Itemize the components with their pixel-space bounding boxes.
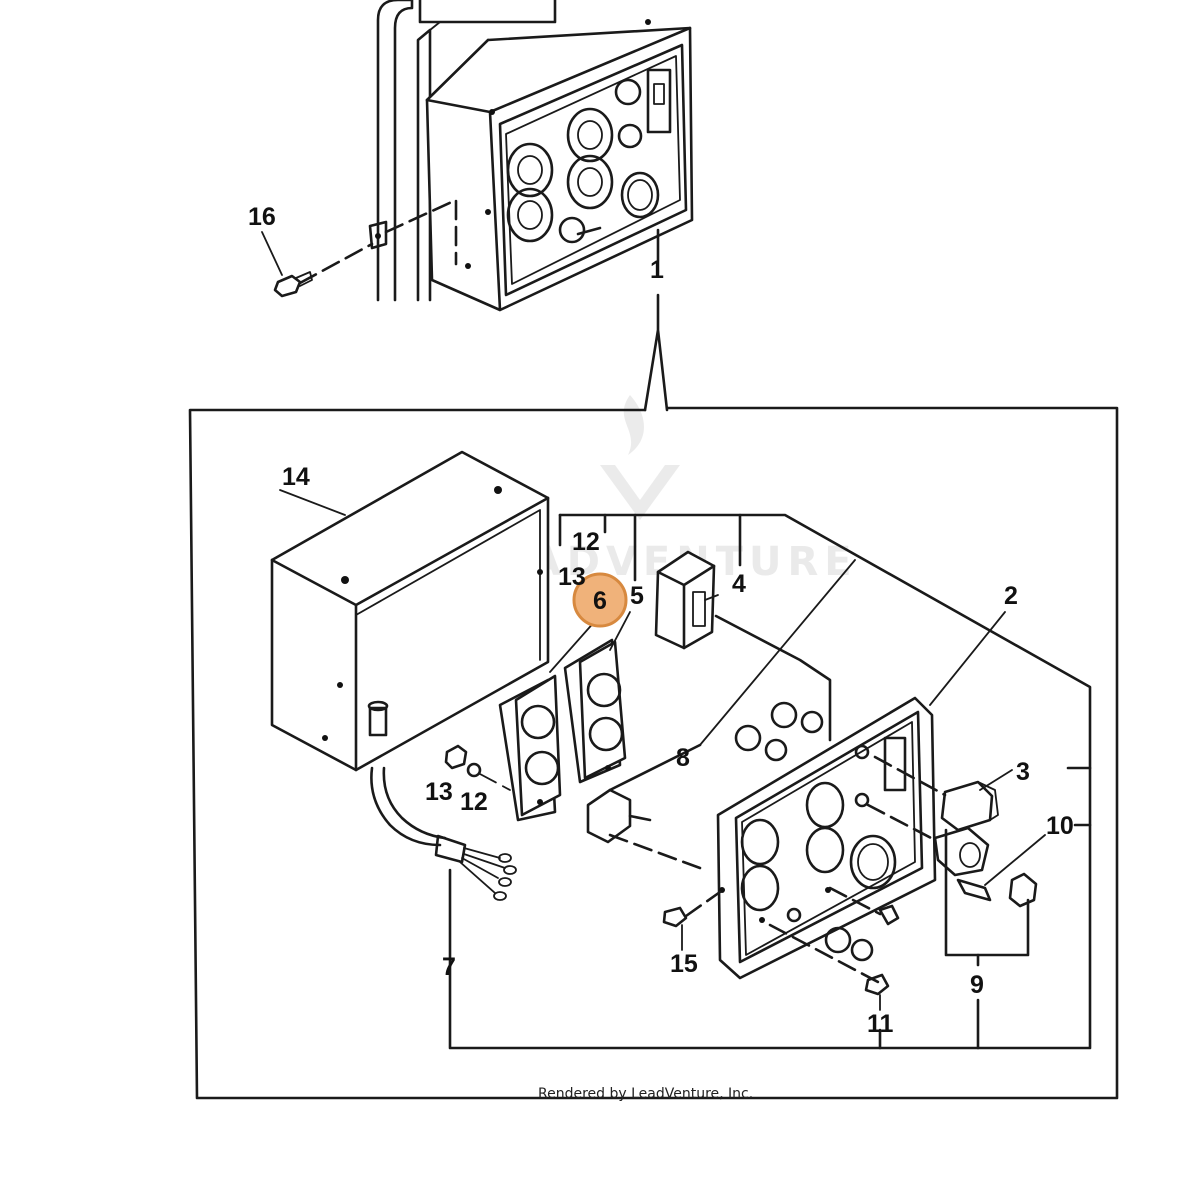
callout-1-bracket <box>643 293 669 412</box>
callout-13-bottom[interactable]: 13 <box>425 778 453 806</box>
nut-washer-13-12 <box>444 744 511 791</box>
selected-callout-highlight <box>572 572 628 628</box>
footer-credit: Rendered by LeadVenture, Inc. <box>538 1086 753 1102</box>
callout-3[interactable]: 3 <box>1016 758 1030 786</box>
callout-1[interactable]: 1 <box>650 256 664 284</box>
callout-5[interactable]: 5 <box>630 582 644 610</box>
callout-6[interactable]: 6 <box>593 587 607 615</box>
fuse-holders-3-10 <box>866 755 1038 908</box>
callout-14[interactable]: 14 <box>282 463 310 491</box>
callout-7[interactable]: 7 <box>442 953 456 981</box>
callout-11[interactable]: 11 <box>867 1010 894 1038</box>
hardware-nuts <box>734 701 824 762</box>
callout-labels: 16 1 14 12 13 6 5 4 2 8 3 10 13 12 15 11… <box>248 203 1074 1038</box>
faceplate-2 <box>716 696 937 980</box>
rocker-switch-4 <box>654 550 832 742</box>
control-box-assembly <box>425 19 694 312</box>
detail-frame <box>188 406 1119 1100</box>
mounting-bolt-16 <box>273 198 458 298</box>
screws-11 <box>768 886 900 996</box>
callout-brackets <box>448 513 1092 1050</box>
receptacle-5 <box>563 638 627 784</box>
callout-12-top[interactable]: 12 <box>572 528 600 556</box>
callout-13-top[interactable]: 13 <box>558 563 586 591</box>
toggle-switch-8 <box>586 743 702 870</box>
callout-2[interactable]: 2 <box>1004 582 1018 610</box>
leader-lines <box>261 231 1046 1011</box>
callout-4[interactable]: 4 <box>732 570 746 598</box>
callout-12-bottom[interactable]: 12 <box>460 788 488 816</box>
callout-10[interactable]: 10 <box>1046 812 1074 840</box>
screw-15 <box>662 890 722 928</box>
receptacle-6 <box>498 674 562 822</box>
callout-16[interactable]: 16 <box>248 203 276 231</box>
callout-15[interactable]: 15 <box>670 950 698 978</box>
callout-8[interactable]: 8 <box>676 744 690 772</box>
wiring-harness-7 <box>370 766 517 901</box>
callout-9[interactable]: 9 <box>970 971 984 999</box>
junction-box-14 <box>270 450 550 772</box>
